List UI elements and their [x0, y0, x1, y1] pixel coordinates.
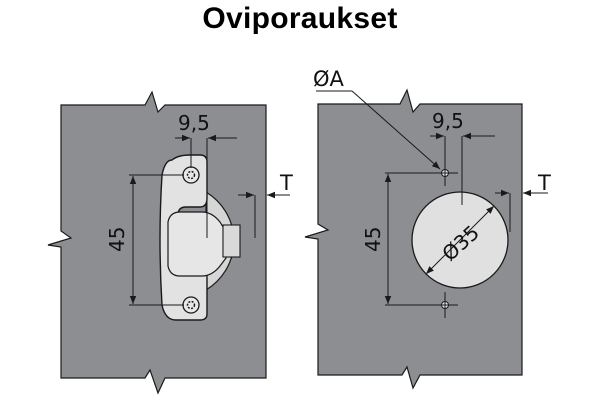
screw-top-icon: [182, 166, 200, 184]
dim-thickness-right-label: T: [537, 171, 551, 195]
dim-thickness-left: [238, 191, 290, 238]
dim-thickness-right: [495, 189, 548, 232]
right-panel: ØA 9,5 45 Ø35 T: [304, 67, 551, 390]
pilot-hole-top-icon: [437, 160, 458, 186]
hinge-boss: [167, 211, 227, 277]
dim-spacing-left-label: 45: [105, 227, 129, 252]
left-panel: 9,5 45 T: [47, 90, 293, 395]
screw-bottom-icon: [182, 296, 200, 314]
dim-spacing-right: [384, 172, 440, 306]
dim-cup-diameter: [425, 205, 495, 275]
left-door-panel: [47, 90, 267, 395]
dim-offset-right-label: 9,5: [432, 109, 464, 133]
dim-thickness-left-label: T: [279, 171, 293, 195]
dim-spacing-right-label: 45: [361, 227, 385, 252]
dim-offset-right: [430, 132, 495, 205]
pilot-hole-label: ØA: [313, 67, 345, 91]
dim-offset-left-label: 9,5: [178, 111, 210, 135]
dim-spacing-left: [129, 174, 184, 306]
hinge-slot: [222, 224, 241, 258]
dim-offset-left: [175, 134, 237, 238]
page-title: Oviporaukset: [202, 2, 398, 35]
pilot-hole-bottom-icon: [437, 292, 458, 318]
pilot-hole-leader: [316, 90, 441, 170]
